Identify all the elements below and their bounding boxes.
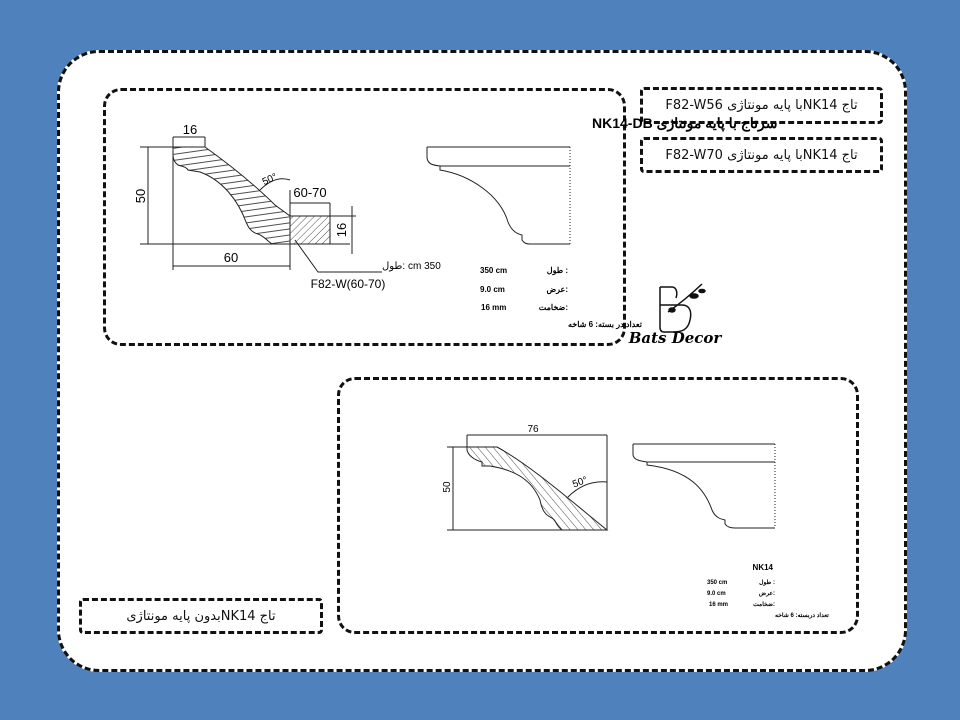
label-f82-w56: تاج NK14با پایه مونتاژی F82-W56 (640, 87, 883, 124)
spec-label: عرض: (759, 591, 775, 597)
label-text: تاج NK14با پایه مونتاژی F82-W70 (665, 147, 858, 163)
panel2-code: NK14 (753, 563, 774, 572)
nk14-db-perspective-drawing (426, 146, 571, 245)
nk14-db-panel (103, 88, 626, 346)
label-text: تاج NK14بدون پایه مونتاژی (126, 608, 276, 624)
spec-value: 9.0 cm (480, 285, 505, 294)
logo-text: Bats Decor (628, 329, 723, 347)
spec-value: 350 cm (480, 266, 507, 275)
bats-decor-logo-icon (659, 283, 706, 333)
dim-height: 50 (133, 189, 148, 203)
spec-value: 350 cm (707, 580, 727, 586)
spec-pack: تعداد در بسته: 6 شاخه (568, 320, 643, 330)
dim-base-height: 16 (334, 223, 349, 237)
spec-label: ضخامت: (753, 601, 775, 608)
dim-width: 76 (527, 424, 539, 435)
spec-value: 9.0 cm (707, 591, 726, 597)
dim-top: 16 (183, 122, 197, 137)
label-no-base: تاج NK14بدون پایه مونتاژی (79, 598, 323, 634)
spec-pack: تعداد دربسته: 6 شاخه (775, 612, 829, 619)
nk14-panel (337, 377, 859, 634)
label-text: تاج NK14با پایه مونتاژی F82-W56 (665, 98, 858, 113)
label-f82-w70: تاج NK14با پایه مونتاژی F82-W70 (640, 137, 883, 173)
spec-label: طول : (547, 266, 568, 276)
panel2-specs: طول : 350 cm عرض: 9.0 cm ضخامت: 16 mm تع… (707, 579, 829, 619)
dim-angle: 50° (261, 172, 279, 188)
nk14-perspective-drawing (632, 443, 776, 529)
base-length: 350 cm :طول (382, 261, 441, 272)
spec-label: عرض: (546, 285, 568, 295)
dim-width: 60 (224, 250, 238, 265)
dim-height: 50 (442, 481, 453, 493)
spec-value: 16 mm (481, 303, 506, 312)
base-code: F82-W(60-70) (311, 277, 386, 291)
nk14-db-section-drawing (140, 136, 382, 273)
dim-base-width: 60-70 (293, 185, 326, 200)
spec-value: 16 mm (709, 602, 728, 608)
spec-label: ضخامت: (539, 303, 568, 312)
panel1-specs: طول : 350 cm عرض: 9.0 cm ضخامت: 16 mm تع… (480, 266, 643, 330)
spec-label: طول : (759, 579, 775, 586)
nk14-section-drawing (447, 434, 609, 531)
panel1-title: سرتاج با پایه مونتاژی NK14-DB (592, 115, 777, 132)
dim-angle: 50° (571, 475, 589, 491)
